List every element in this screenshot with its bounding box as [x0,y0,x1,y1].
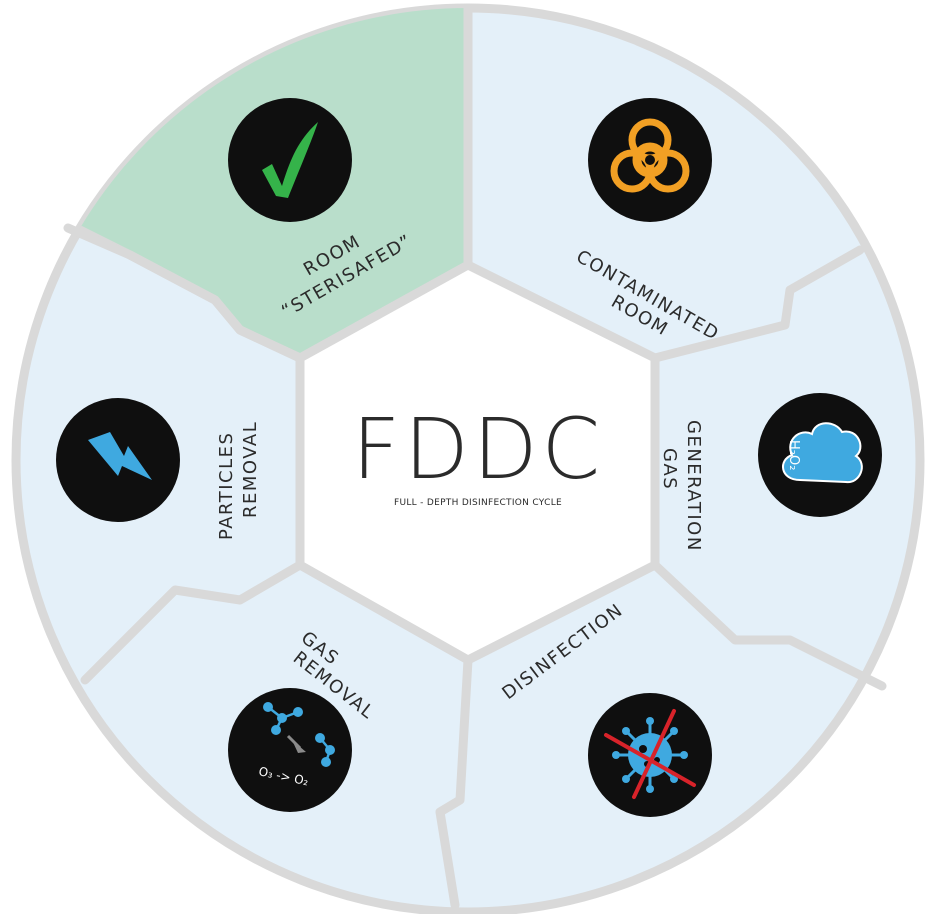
stage-gas-generation[interactable]: H₂O₂ GAS GENERATION [659,393,882,552]
svg-text:REMOVAL: REMOVAL [240,421,261,518]
segment-dividers [63,3,887,910]
cloud-icon [782,422,863,484]
label-gas-generation-line1: GAS [659,448,680,490]
label-gas-generation-line2: GENERATION [683,420,704,552]
center-subtitle: FULL - DEPTH DISINFECTION CYCLE [394,498,562,508]
center-title: FDDC [352,400,604,498]
svg-text:PARTICLES: PARTICLES [216,432,237,540]
cloud-icon-formula: H₂O₂ [786,440,801,470]
label-particles-line1: PARTICLES [216,432,237,540]
svg-text:GAS: GAS [659,448,680,490]
icon-circle-gas-removal [228,688,352,812]
stage-particles-removal[interactable]: PARTICLES REMOVAL [56,398,261,540]
molecule-icon [263,702,335,767]
crossed-virus-icon [604,709,696,799]
svg-text:GENERATION: GENERATION [683,420,704,552]
biohazard-icon [610,118,690,193]
icon-circle-sterisafed [228,98,352,222]
label-particles-line2: REMOVAL [240,421,261,518]
lightning-icon [88,432,152,480]
center-hexagon [295,260,660,665]
checkmark-icon [262,122,318,198]
